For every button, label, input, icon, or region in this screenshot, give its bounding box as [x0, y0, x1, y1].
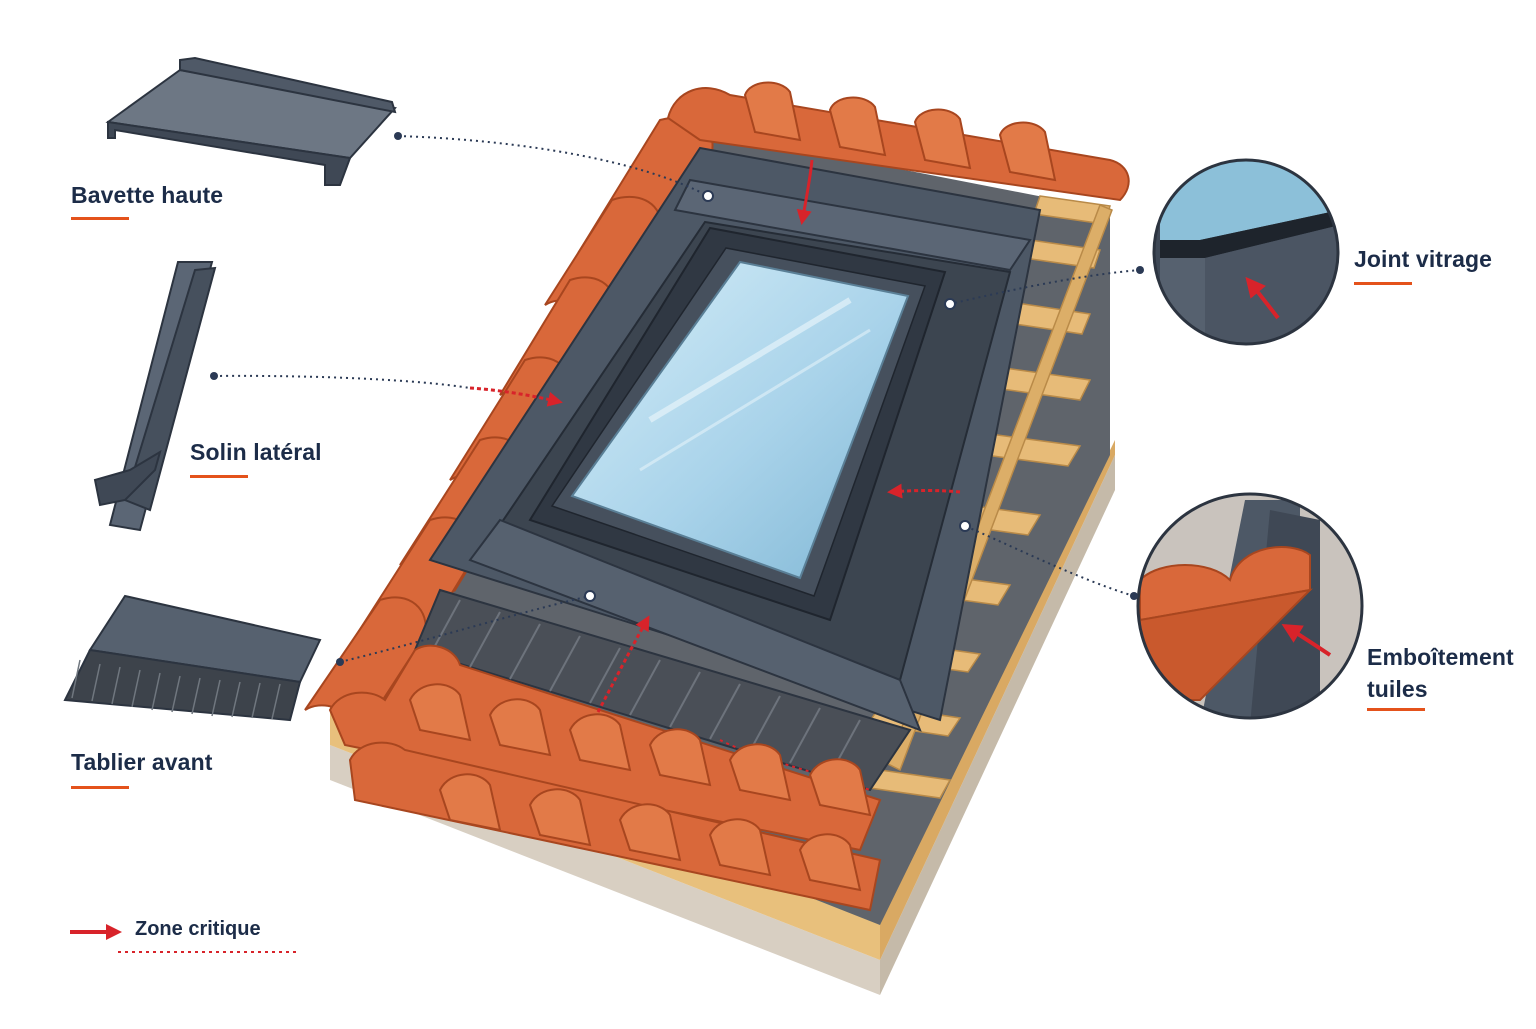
- leader-dot: [1130, 592, 1138, 600]
- label-underline: [1354, 282, 1412, 285]
- leader-dot: [394, 132, 402, 140]
- leader-dots: [210, 132, 1144, 666]
- legend-zone-critique: Zone critique: [135, 918, 261, 940]
- solin-lateral-part: [93, 261, 217, 532]
- label-emboitement-line2: tuiles: [1367, 676, 1428, 702]
- leader-dot: [584, 590, 596, 602]
- window-glass: [570, 260, 910, 580]
- leader-dot: [336, 658, 344, 666]
- legend-graphics: [70, 924, 300, 953]
- critical-arrows: [469, 159, 961, 713]
- label-emboitement-line1: Emboîtement: [1367, 644, 1514, 670]
- leader-dot: [944, 298, 956, 310]
- leader-dot: [959, 520, 971, 532]
- leader-solin-lateral: [213, 374, 471, 389]
- critical-arrow-right: [887, 483, 961, 499]
- label-underline: [71, 786, 129, 789]
- label-joint-vitrage: Joint vitrage: [1354, 246, 1493, 272]
- critical-arrow-top: [796, 159, 814, 225]
- leader-lines: [213, 135, 1141, 663]
- leader-dot: [702, 190, 714, 202]
- front-apron: [413, 588, 912, 792]
- bavette-haute-part: [105, 56, 397, 186]
- legend-arrow-icon: [106, 924, 122, 940]
- bottom-tile-rows: [328, 644, 882, 912]
- joint-vitrage-detail: [1152, 158, 1340, 346]
- tablier-avant-part: [63, 594, 322, 722]
- leader-dot: [1136, 266, 1144, 274]
- label-tablier-avant: Tablier avant: [71, 749, 213, 775]
- label-underline: [190, 475, 248, 478]
- top-tile-row: [666, 81, 1130, 202]
- emboitement-tuiles-detail: [1136, 492, 1364, 720]
- leader-joint-vitrage: [949, 269, 1141, 305]
- critical-arrow-left: [469, 386, 563, 407]
- leader-dot: [210, 372, 218, 380]
- label-bavette-haute: Bavette haute: [71, 182, 224, 208]
- window: [528, 226, 947, 622]
- label-underline: [71, 217, 129, 220]
- label-underline: [1367, 708, 1425, 711]
- label-solin-lateral: Solin latéral: [190, 439, 322, 465]
